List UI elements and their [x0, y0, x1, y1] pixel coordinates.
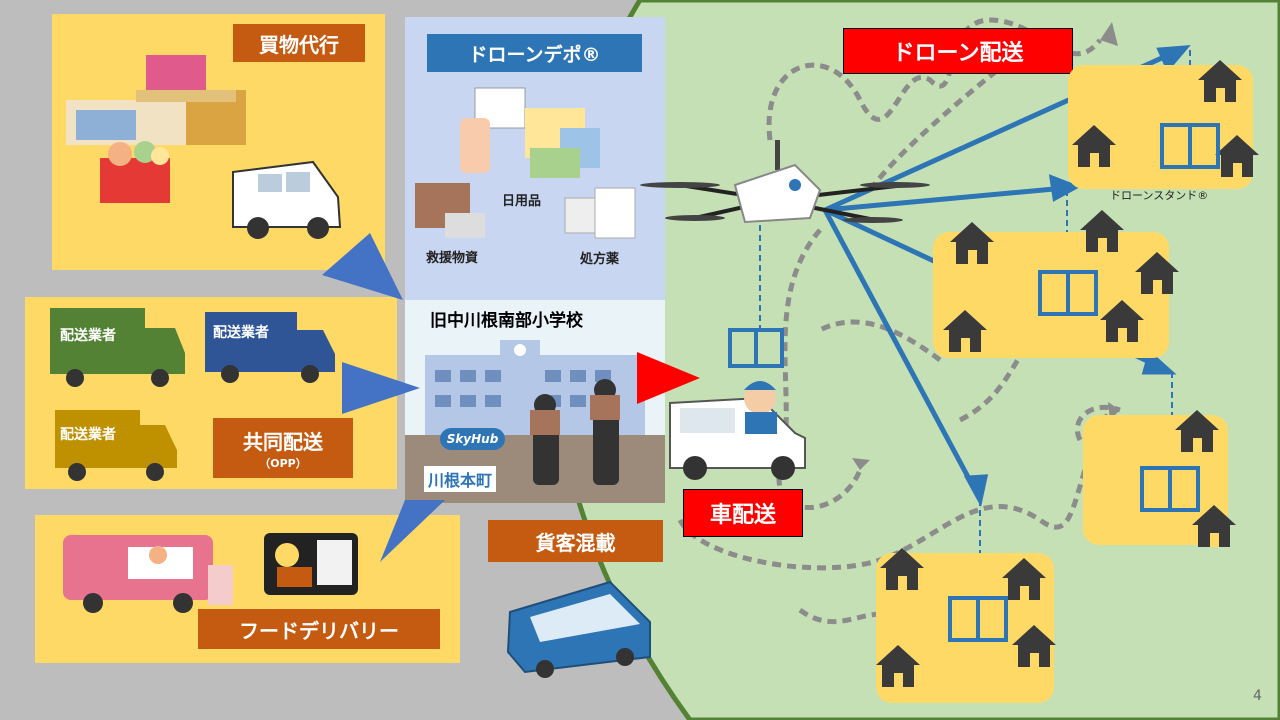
car-label: 車配送	[683, 489, 803, 537]
shared-delivery-label: 共同配送 （OPP）	[213, 418, 353, 478]
van-icon	[232, 160, 342, 239]
car-arrow	[637, 352, 700, 404]
depot-item-medicine: 処方薬	[580, 252, 620, 267]
drone-label: ドローン配送	[843, 28, 1073, 74]
truck-blue-label: 配送業者	[213, 325, 269, 341]
shared-delivery-sub: （OPP）	[259, 456, 307, 470]
truck-green-label: 配送業者	[60, 328, 116, 344]
food-arrow	[380, 500, 445, 562]
skyhub-logo: SkyHub	[440, 428, 505, 450]
depot-item-daily: 日用品	[502, 194, 542, 209]
shared-delivery-title: 共同配送	[243, 429, 323, 454]
shopping-arrow	[322, 233, 403, 300]
depot-title: ドローンデポ®	[427, 34, 642, 72]
school-title: 旧中川根南部小学校	[430, 311, 583, 331]
truck-yellow-label: 配送業者	[60, 427, 116, 443]
depot-goods-icon	[415, 87, 636, 239]
town-name: 川根本町	[424, 466, 497, 492]
shared-arrow	[342, 362, 420, 414]
truck-green-icon	[50, 308, 185, 387]
page-number: 4	[1253, 688, 1262, 704]
delivery-car-icon	[669, 381, 806, 480]
bus-icon	[506, 580, 651, 678]
depot-item-relief: 救援物資	[426, 251, 479, 266]
bento-icon	[264, 533, 358, 595]
shopping-label: 買物代行	[233, 24, 365, 62]
food-truck-icon	[63, 535, 233, 613]
food-label: フードデリバリー	[198, 609, 440, 649]
drone-stand-label: ドローンスタンド®	[1110, 189, 1209, 202]
truck-yellow-icon	[55, 410, 177, 481]
shopping-cart-icon	[100, 141, 170, 203]
truck-blue-icon	[205, 312, 335, 383]
supermarket-icon	[66, 55, 246, 145]
drone-stand-depot	[728, 328, 784, 368]
mixed-label: 貨客混載	[488, 520, 663, 562]
drone-icon	[640, 140, 930, 224]
